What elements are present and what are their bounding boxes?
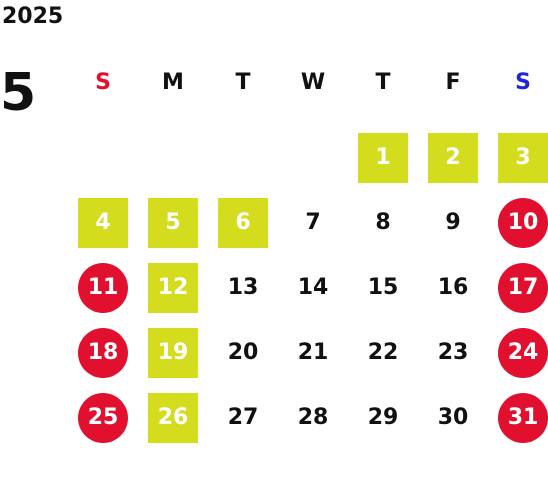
day-cell[interactable]: 10 [488,190,548,255]
day-number-17: 17 [498,262,548,313]
day-cell[interactable]: 30 [418,385,488,450]
day-number-11: 11 [78,262,128,313]
day-number-16: 16 [437,275,469,300]
day-number-22: 22 [367,340,399,365]
day-cell[interactable]: 22 [348,320,418,385]
day-number-21: 21 [297,340,329,365]
day-cell[interactable]: 1 [348,125,418,190]
day-cell[interactable]: 16 [418,255,488,320]
day-cell[interactable]: 31 [488,385,548,450]
day-number-9: 9 [445,210,461,235]
empty-cell [138,125,208,190]
day-cell[interactable]: 8 [348,190,418,255]
day-number-28: 28 [297,405,329,430]
day-number-31: 31 [498,392,548,443]
day-cell[interactable]: 15 [348,255,418,320]
weekday-header-friday: F [445,69,461,95]
month-number: 5 [0,63,37,123]
day-cell[interactable]: 2 [418,125,488,190]
day-cell[interactable]: 20 [208,320,278,385]
day-cell[interactable]: 9 [418,190,488,255]
day-cell[interactable]: 29 [348,385,418,450]
day-cell[interactable]: 12 [138,255,208,320]
weekday-header-wednesday: W [300,69,326,95]
day-cell[interactable]: 28 [278,385,348,450]
day-cell[interactable]: 6 [208,190,278,255]
day-cell[interactable]: 14 [278,255,348,320]
day-number-20: 20 [227,340,259,365]
day-number-7: 7 [305,210,321,235]
weekday-header-sunday: S [95,69,111,95]
day-number-2: 2 [428,132,478,183]
day-number-24: 24 [498,327,548,378]
empty-cell [278,125,348,190]
day-number-8: 8 [375,210,391,235]
day-number-18: 18 [78,327,128,378]
day-number-23: 23 [437,340,469,365]
day-cell[interactable]: 18 [68,320,138,385]
weekday-header-saturday: S [515,69,531,95]
day-number-29: 29 [367,405,399,430]
day-cell[interactable]: 7 [278,190,348,255]
day-cell[interactable]: 11 [68,255,138,320]
day-number-4: 4 [78,197,128,248]
day-cell[interactable]: 5 [138,190,208,255]
weekday-header-tuesday: T [235,69,251,95]
day-number-19: 19 [148,327,198,378]
day-cell[interactable]: 3 [488,125,548,190]
day-number-27: 27 [227,405,259,430]
day-cell[interactable]: 23 [418,320,488,385]
empty-cell [208,125,278,190]
day-number-14: 14 [297,275,329,300]
day-cell[interactable]: 24 [488,320,548,385]
day-number-25: 25 [78,392,128,443]
day-number-26: 26 [148,392,198,443]
day-cell[interactable]: 21 [278,320,348,385]
day-number-13: 13 [227,275,259,300]
weekday-header-monday: M [162,69,184,95]
day-number-12: 12 [148,262,198,313]
day-cell[interactable]: 19 [138,320,208,385]
day-cell[interactable]: 25 [68,385,138,450]
empty-cell [68,125,138,190]
day-number-30: 30 [437,405,469,430]
year-label: 2025 [2,4,64,29]
weekday-header-thursday: T [375,69,391,95]
day-number-1: 1 [358,132,408,183]
day-number-10: 10 [498,197,548,248]
day-cell[interactable]: 27 [208,385,278,450]
day-number-5: 5 [148,197,198,248]
day-cell[interactable]: 4 [68,190,138,255]
day-cell[interactable]: 17 [488,255,548,320]
day-cell[interactable]: 13 [208,255,278,320]
day-number-6: 6 [218,197,268,248]
day-number-15: 15 [367,275,399,300]
day-number-3: 3 [498,132,548,183]
day-cell[interactable]: 26 [138,385,208,450]
